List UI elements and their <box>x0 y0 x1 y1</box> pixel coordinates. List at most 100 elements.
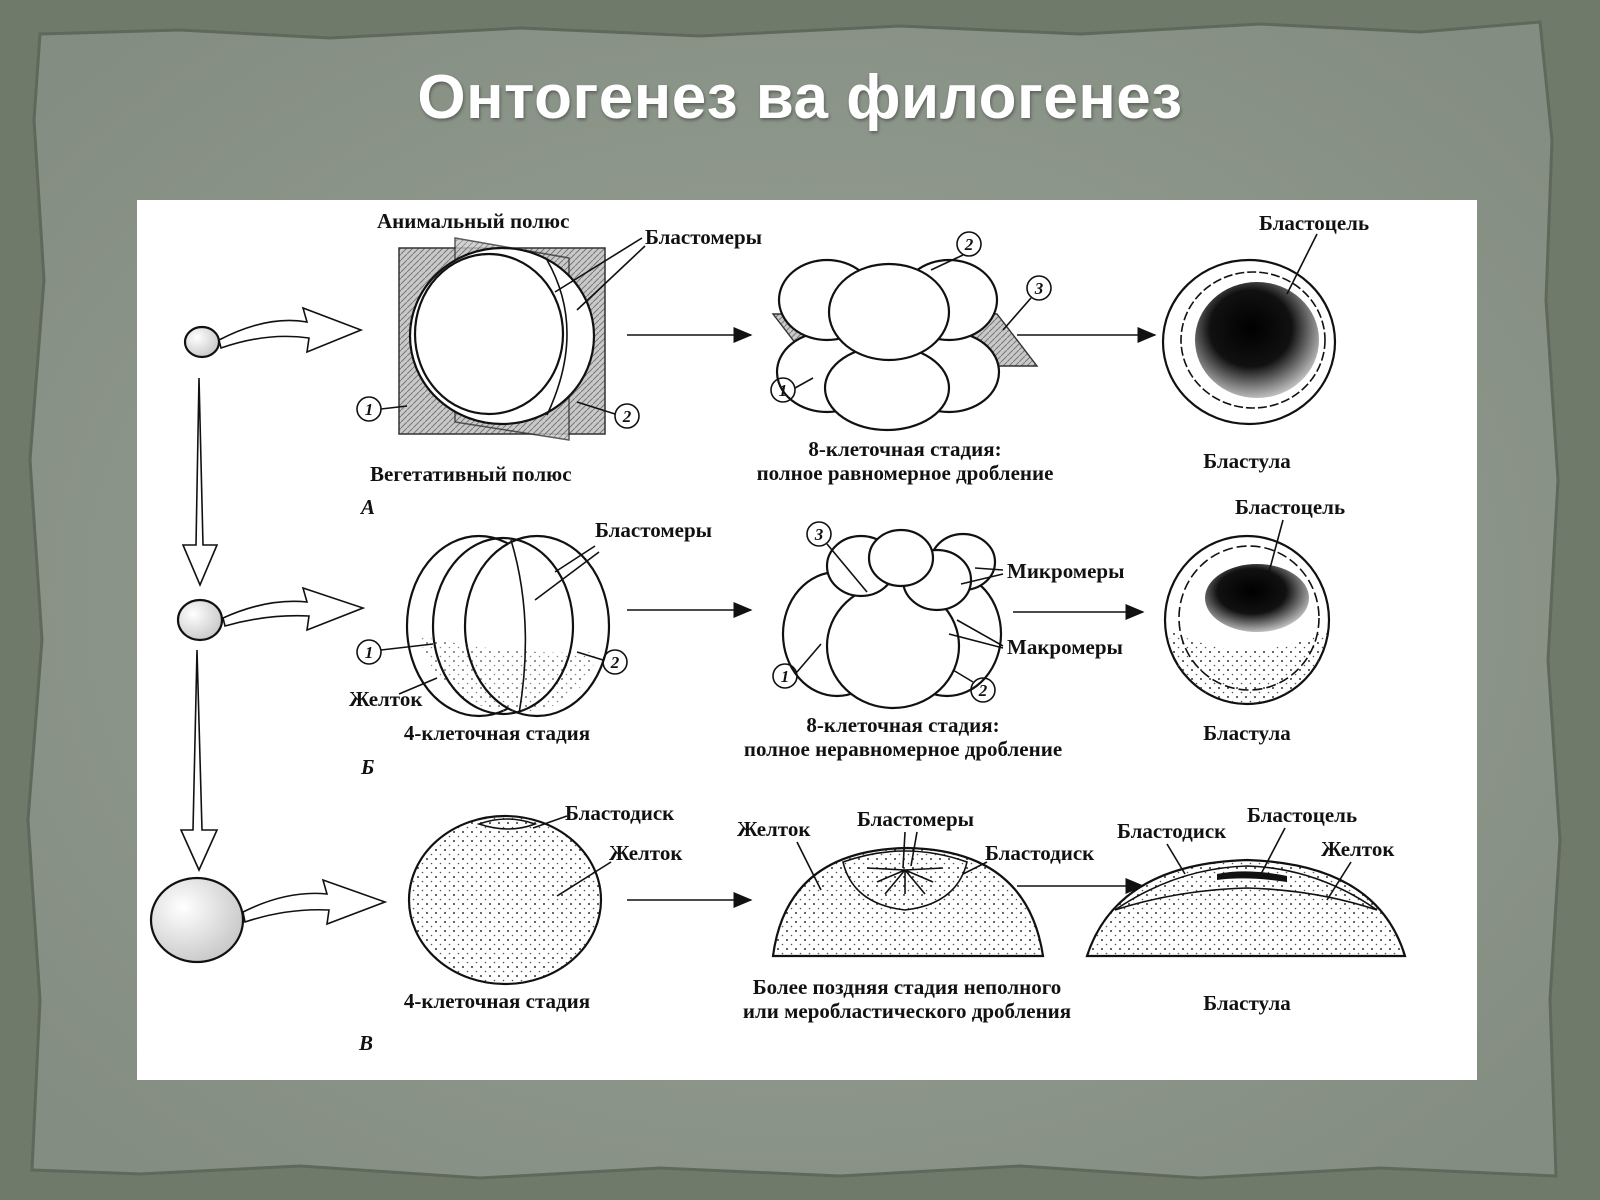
pointer-blastodisc-c2 <box>962 861 988 875</box>
pointer-micromeres-2 <box>960 573 1004 585</box>
pointer-blastodisc-c1 <box>532 815 568 829</box>
pointer-plane-b1 <box>380 643 434 651</box>
meroblastic-yolk <box>771 846 1045 958</box>
label-macromeres: Макромеры <box>1007 635 1123 659</box>
right-arrow-c <box>242 878 388 926</box>
meroblastic-blastodisc <box>842 850 968 911</box>
down-arrow-1 <box>181 377 219 588</box>
label-later-stage-1: Более поздняя стадия неполного <box>753 975 1062 999</box>
pointer-blastocoel-a <box>1286 233 1318 295</box>
plane-number-b1-text: 1 <box>365 643 374 662</box>
row-letter-c: В <box>358 1031 373 1055</box>
label-vegetal-pole: Вегетативный полюс <box>370 462 572 486</box>
label-blastula-a: Бластула <box>1203 449 1291 473</box>
blastomere-a <box>413 252 565 416</box>
blastocoel-b <box>1205 564 1309 632</box>
micromere-4 <box>867 528 935 588</box>
label-blastula-b: Бластула <box>1203 721 1291 745</box>
pointer-yolk-c1 <box>556 861 612 897</box>
label-yolk-b: Желток <box>349 687 423 711</box>
meroblastic-blastomere-lines <box>866 867 944 895</box>
right-arrow-b <box>222 586 366 632</box>
plane-number-b2 <box>602 649 628 675</box>
label-blastomeres-b: Бластомеры <box>595 518 712 542</box>
pointer-plane-b1b <box>796 643 822 673</box>
label-stage8-b-2: полное неравномерное дробление <box>744 737 1062 761</box>
plane-number-1b-text: 1 <box>779 381 788 400</box>
pointer-blastomeres-c2 <box>910 831 918 867</box>
plane-number-3-text: 3 <box>1034 279 1044 298</box>
telolecithal-egg <box>407 814 603 986</box>
plane-number-b2b-text: 2 <box>978 681 988 700</box>
row-c: Бластодиск Желток 4-клеточная стадия В Ж… <box>358 801 1407 1055</box>
blastodisc-c1 <box>476 818 538 830</box>
pointer-blastomeres-c1 <box>902 831 906 869</box>
pointer-yolk-c3 <box>1326 861 1352 901</box>
pointer-plane-b2 <box>576 651 604 661</box>
pointer-blastomeres-a1 <box>554 237 643 293</box>
egg-column <box>149 306 388 964</box>
label-stage8-a-2: полное равномерное дробление <box>757 461 1054 485</box>
yolk-4b <box>419 636 597 714</box>
row-b: Бластомеры 1 2 Желток 4-клеточная стадия… <box>349 495 1345 779</box>
plane-number-2-text: 2 <box>622 407 632 426</box>
label-blastocoel-b: Бластоцель <box>1235 495 1345 519</box>
blastocoel-a <box>1195 282 1319 398</box>
label-yolk-c2: Желток <box>737 817 811 841</box>
plane-number-2b-text: 2 <box>964 235 974 254</box>
plane-number-b2-text: 2 <box>610 653 620 672</box>
pointer-plane-1b <box>794 377 814 389</box>
cell-4b-front <box>431 536 575 716</box>
slide-title: Онтогенез ва филогенез <box>417 63 1183 132</box>
plane-number-b1 <box>356 639 382 665</box>
pointer-plane-1 <box>380 405 408 410</box>
pointer-plane-2b <box>930 254 964 271</box>
label-blastodisc-c1: Бластодиск <box>565 801 675 825</box>
plane-number-1b <box>770 377 796 403</box>
blastula-a-cell-layer <box>1180 271 1326 409</box>
discoblastula-yolk <box>1085 858 1407 958</box>
plane-number-b1b <box>772 663 798 689</box>
label-stage4-c: 4-клеточная стадия <box>404 989 590 1013</box>
label-stage8-b-1: 8-клеточная стадия: <box>806 713 999 737</box>
label-blastocoel-c: Бластоцель <box>1247 803 1357 827</box>
plane-number-1-text: 1 <box>365 400 374 419</box>
pointer-blastocoel-c <box>1260 827 1286 875</box>
label-stage8-a-1: 8-клеточная стадия: <box>808 437 1001 461</box>
pointer-blastocoel-b <box>1268 519 1284 573</box>
label-animal-pole: Анимальный полюс <box>377 209 569 233</box>
label-blastodisc-c3: Бластодиск <box>1117 819 1227 843</box>
cleavage-diagram: Анимальный полюс Бластомеры Вегетативный… <box>137 200 1477 1080</box>
plane-number-b2b <box>970 677 996 703</box>
egg-small <box>183 325 221 359</box>
pointer-macromeres-2 <box>948 633 1004 649</box>
pointer-blastomeres-a2 <box>576 245 646 311</box>
blastula-b-cell-layer <box>1178 545 1320 691</box>
label-yolk-c3: Желток <box>1321 837 1395 861</box>
label-later-stage-2: или меробластического дробления <box>743 999 1071 1023</box>
down-arrow-2 <box>179 649 219 872</box>
label-micromeres: Микромеры <box>1007 559 1125 583</box>
pointer-macromeres-1 <box>956 619 1004 647</box>
plane-number-2 <box>614 403 640 429</box>
egg-medium <box>176 598 224 642</box>
cleavage-line-4b <box>510 539 527 715</box>
row-a: Анимальный полюс Бластомеры Вегетативный… <box>356 209 1369 519</box>
pointer-plane-2 <box>576 401 616 415</box>
pointer-yolk-c2 <box>796 841 822 891</box>
pointer-yolk-b <box>398 677 438 695</box>
right-arrow-a <box>218 306 364 354</box>
label-blastodisc-c2: Бластодиск <box>985 841 1095 865</box>
egg-large <box>149 876 245 964</box>
row-letter-a: А <box>359 495 375 519</box>
plane-number-2b <box>956 231 982 257</box>
label-stage4-b: 4-клеточная стадия <box>404 721 590 745</box>
pointer-micromeres-1 <box>974 567 1004 571</box>
label-yolk-c1: Желток <box>609 841 683 865</box>
blastocoel-c <box>1217 871 1287 882</box>
blastula-b-yolk-cells <box>1169 630 1327 704</box>
plane-number-b3-text: 3 <box>814 525 824 544</box>
pointer-plane-b2b <box>952 669 974 683</box>
row-letter-b: Б <box>360 755 374 779</box>
